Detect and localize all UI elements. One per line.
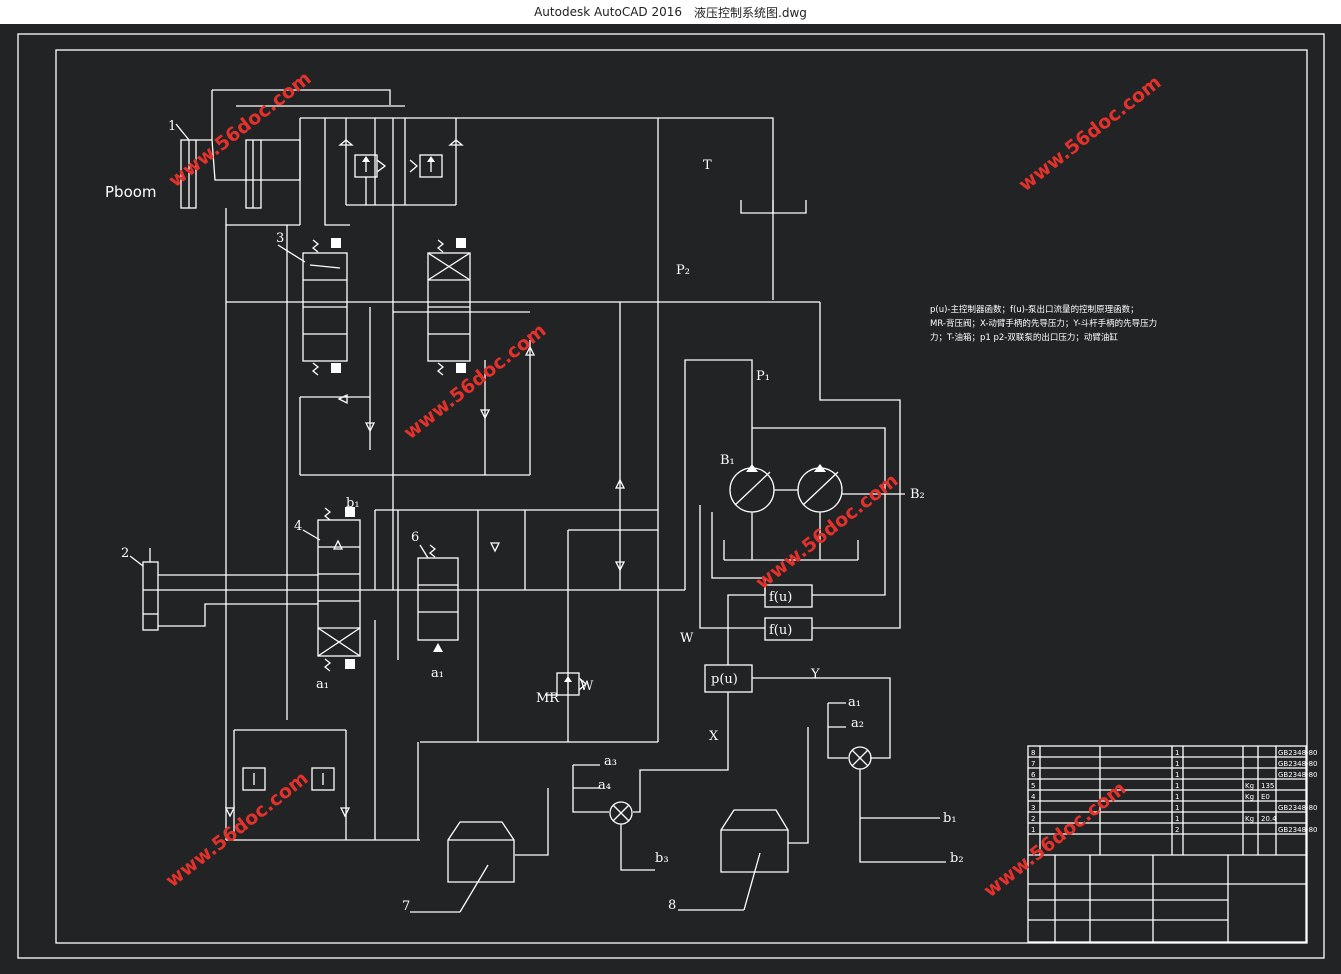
tb-row-7-qty: 1 [1175,760,1179,768]
tb-row-4-val: E0 [1261,793,1270,801]
double-pump[interactable] [729,464,843,513]
label-b2-r: b₂ [950,851,964,866]
tb-row-6-qty: 1 [1175,771,1179,779]
watermark-2: www.56doc.com [1015,71,1166,196]
label-W-right: W [680,631,694,646]
label-pu: p(u) [711,672,738,687]
label-2: 2 [121,546,129,561]
boom-cylinder-1[interactable] [175,123,262,209]
label-a4: a₄ [598,778,611,793]
note-line-1: p(u)-主控制器函数；f(u)-泵出口流量的控制原理函数； [930,304,1139,315]
label-a1-r: a₁ [848,695,861,710]
joystick-7[interactable] [410,821,515,913]
outer-frame [17,33,1325,959]
directional-valve-3b[interactable] [427,238,471,376]
fu-box-2[interactable] [764,617,813,641]
note-line-2: MR-背压阀；X-动臂手柄的先导压力；Y-斗杆手柄的先导压力 [930,318,1157,329]
tb-row-8-qty: 1 [1175,749,1179,757]
tb-row-3-qty: 1 [1175,804,1179,812]
watermark-1: www.56doc.com [165,67,316,192]
label-6: 6 [411,530,419,545]
tb-row-7-no: 7 [1031,760,1035,768]
label-fu1: f(u) [769,590,792,605]
tb-row-2-val: 20.4 [1261,815,1277,823]
relief-valve-top-left [338,139,387,205]
label-MR: MR [536,691,560,706]
file-name: 液压控制系统图.dwg [694,5,807,20]
tb-row-5-unit: Kg [1245,782,1254,790]
label-B2: B₂ [910,487,925,502]
label-fu2: f(u) [769,623,792,638]
tb-row-6-no: 6 [1031,771,1036,779]
label-Y: Y [810,667,820,682]
tb-row-8-std: GB2348-80 [1278,749,1317,757]
label-P2: P₂ [676,263,690,278]
tb-row-5-qty: 1 [1175,782,1179,790]
label-b1-top: b₁ [346,496,360,511]
tb-row-2-no: 2 [1031,815,1035,823]
tb-row-1-std: GB2348-80 [1278,826,1317,834]
drawing-canvas[interactable]: 1 Pboom 3 T P₂ P₁ B₁ B₂ b₁ 4 6 2 a₁ a₁ W… [0,24,1341,974]
tb-row-3-no: 3 [1031,804,1035,812]
tb-row-6-std: GB2348-80 [1278,771,1317,779]
label-X: X [709,729,719,744]
tb-row-5-no: 5 [1031,782,1035,790]
tb-row-1-no: 1 [1031,826,1035,834]
tb-row-1-qty: 2 [1175,826,1179,834]
label-a1-mid: a₁ [431,666,444,681]
tb-row-2-unit: Kg [1245,815,1254,823]
label-4: 4 [294,519,302,534]
app-name: Autodesk AutoCAD 2016 [534,5,683,19]
label-pboom: Pboom [105,183,157,201]
label-7: 7 [402,899,410,914]
label-a2-r: a₂ [851,716,864,731]
watermark-3: www.56doc.com [400,319,551,444]
note-line-3: 力；T-油箱；p1 p2-双联泵的出口压力；动臂油缸 [930,332,1118,343]
tb-row-4-no: 4 [1031,793,1036,801]
watermark-5: www.56doc.com [162,767,313,892]
label-T: T [703,158,712,173]
cylinder-2[interactable] [142,548,159,631]
label-a3: a₃ [604,754,617,769]
label-1: 1 [168,119,176,134]
tb-row-5-val: 135 [1261,782,1274,790]
label-a1-left: a₁ [316,677,329,692]
label-b1-r: b₁ [943,811,957,826]
label-8: 8 [668,898,676,913]
window-titlebar: Autodesk AutoCAD 2016 液压控制系统图.dwg [0,0,1341,25]
label-W-mr: W [580,679,594,694]
tb-row-2-qty: 1 [1175,815,1179,823]
relief-valve-top-right [409,139,464,178]
tb-row-3-std: GB2348-80 [1278,804,1317,812]
tb-row-4-unit: Kg [1245,793,1254,801]
tb-row-4-qty: 1 [1175,793,1179,801]
joystick-8[interactable] [678,809,789,911]
directional-valve-4[interactable] [317,507,361,672]
title-block[interactable] [1027,745,1307,943]
inner-frame [55,49,1308,944]
back-pressure-valve-MR[interactable] [545,672,587,696]
label-3: 3 [276,231,284,246]
directional-valve-3[interactable] [302,238,348,376]
fu-box-1[interactable] [764,584,813,608]
label-b3: b₃ [655,851,669,866]
tb-row-7-std: GB2348-80 [1278,760,1317,768]
directional-valve-6[interactable] [417,544,459,652]
hydraulic-schematic[interactable]: 1 Pboom 3 T P₂ P₁ B₁ B₂ b₁ 4 6 2 a₁ a₁ W… [0,24,1341,974]
label-B1: B₁ [720,453,735,468]
label-P1: P₁ [756,369,770,384]
relief-block-bottom [224,729,351,840]
tb-row-8-no: 8 [1031,749,1035,757]
